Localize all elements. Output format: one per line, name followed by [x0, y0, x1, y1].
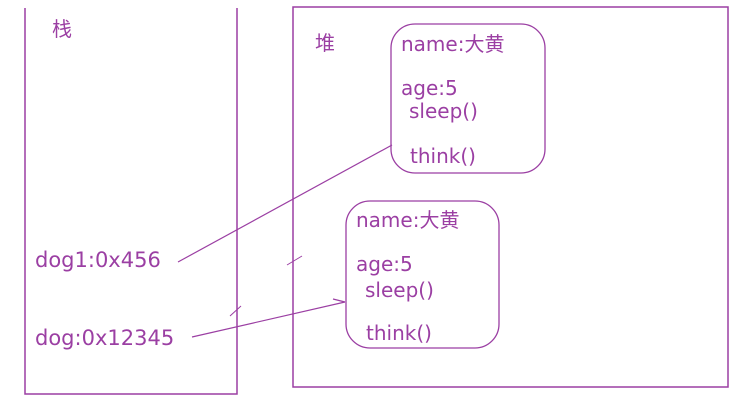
object-2-name: name:大黄 [356, 208, 460, 232]
stack-var-dog: dog:0x12345 [35, 326, 175, 350]
stray-mark [229, 305, 242, 317]
object-2-method-think: think() [366, 321, 432, 345]
stray-mark [286, 255, 303, 266]
object-2-method-sleep: sleep() [365, 278, 434, 302]
heap-title: 堆 [315, 31, 335, 55]
heap-object-1 [390, 23, 546, 174]
stack-var-dog1: dog1:0x456 [35, 248, 161, 272]
heap-object-2 [345, 200, 500, 349]
reference-arrowhead-dog [332, 298, 346, 303]
object-1-name: name:大黄 [401, 32, 505, 56]
object-1-method-sleep: sleep() [409, 99, 478, 123]
object-1-age: age:5 [401, 76, 458, 100]
object-2-age: age:5 [356, 252, 413, 276]
object-1-method-think: think() [410, 144, 476, 168]
stack-title: 栈 [52, 17, 72, 41]
reference-line-dog [191, 301, 346, 338]
heap-region [292, 6, 729, 388]
stack-region [24, 8, 238, 395]
reference-line-dog1 [177, 144, 393, 263]
